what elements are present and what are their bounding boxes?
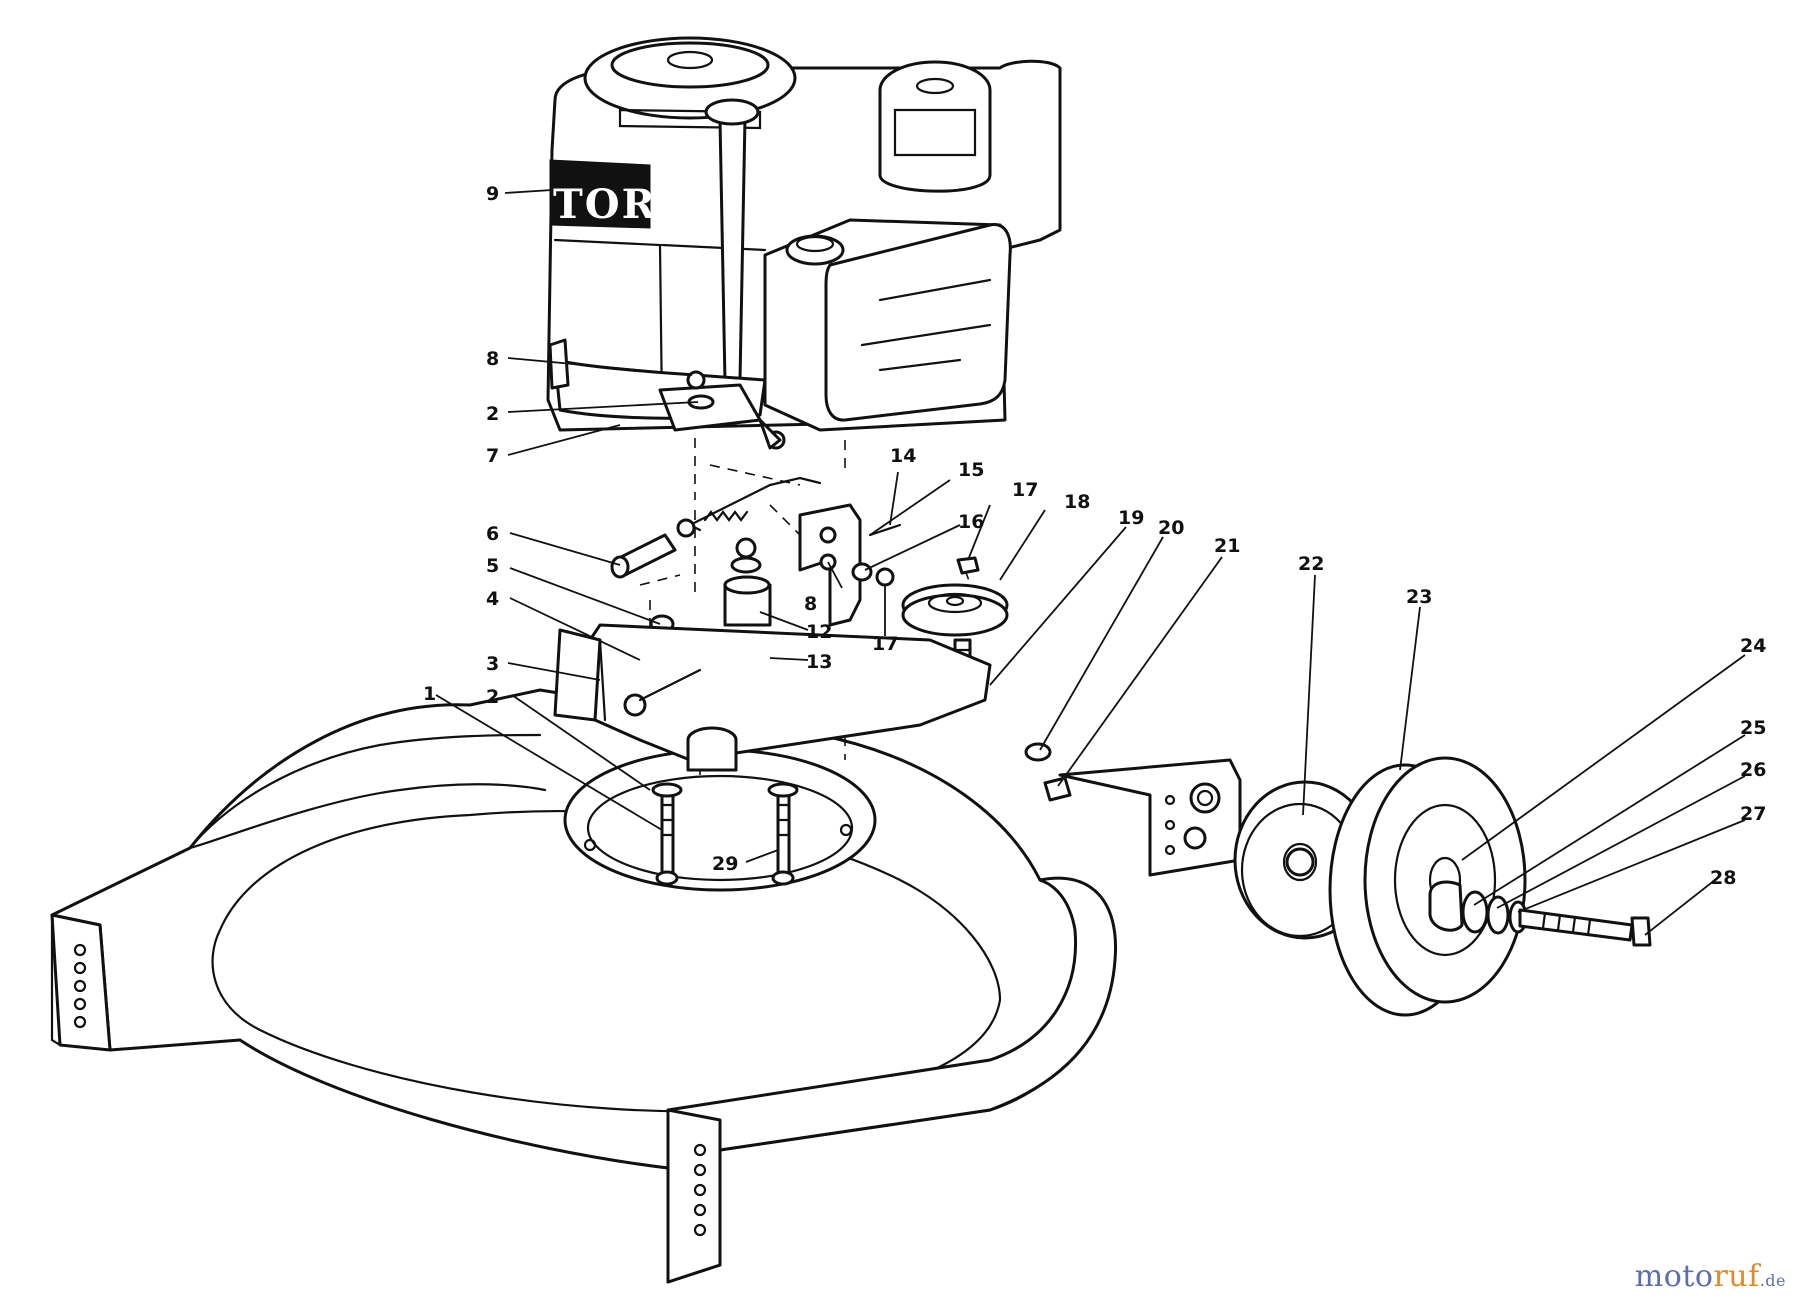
callout-8-engine: 8 — [486, 348, 499, 370]
callout-2-engine: 2 — [486, 403, 499, 425]
callout-4: 4 — [486, 588, 499, 610]
front-bracket-holes — [693, 1143, 707, 1237]
callout-24: 24 — [1740, 635, 1766, 657]
callout-6: 6 — [486, 523, 499, 545]
callout-17-top: 17 — [1012, 479, 1038, 501]
wheel-assembly — [1183, 756, 1652, 1017]
callout-15: 15 — [958, 459, 984, 481]
callout-17-bottom: 17 — [872, 633, 898, 655]
callout-27: 27 — [1740, 803, 1766, 825]
leader-lines — [435, 189, 1746, 936]
callout-29: 29 — [712, 853, 738, 875]
callout-9: 9 — [486, 183, 499, 205]
callout-23: 23 — [1406, 586, 1432, 608]
callout-7: 7 — [486, 445, 499, 467]
callout-2-deck: 2 — [486, 686, 499, 708]
watermark-logo: motoruf.de — [1635, 1259, 1786, 1294]
watermark-part-1: moto — [1634, 1259, 1714, 1294]
callout-18: 18 — [1064, 491, 1090, 513]
watermark-part-2: ruf — [1713, 1259, 1760, 1294]
callout-25: 25 — [1740, 717, 1766, 739]
wheel-bracket — [1058, 758, 1242, 877]
callout-3: 3 — [486, 653, 499, 675]
linkage-parts — [553, 476, 1072, 886]
callout-19: 19 — [1118, 507, 1144, 529]
callout-21: 21 — [1214, 535, 1240, 557]
callout-12: 12 — [806, 621, 832, 643]
callout-5: 5 — [486, 555, 499, 577]
watermark-part-3: .de — [1759, 1271, 1786, 1290]
callout-28: 28 — [1710, 867, 1736, 889]
engine: TORO — [546, 36, 1062, 450]
callout-1: 1 — [423, 683, 436, 705]
callout-20: 20 — [1158, 517, 1184, 539]
callout-16: 16 — [958, 511, 984, 533]
mower-deck — [50, 688, 1118, 1284]
callout-13: 13 — [806, 651, 832, 673]
engine-brand-label: TORO — [553, 181, 694, 228]
left-bracket-holes — [73, 943, 87, 1029]
callout-8-bracket: 8 — [804, 593, 817, 615]
callouts: 9 8 2 7 14 15 16 17 18 19 20 21 6 5 4 8 … — [423, 183, 1766, 889]
callout-26: 26 — [1740, 759, 1766, 781]
callout-22: 22 — [1298, 553, 1324, 575]
callout-14: 14 — [890, 445, 916, 467]
